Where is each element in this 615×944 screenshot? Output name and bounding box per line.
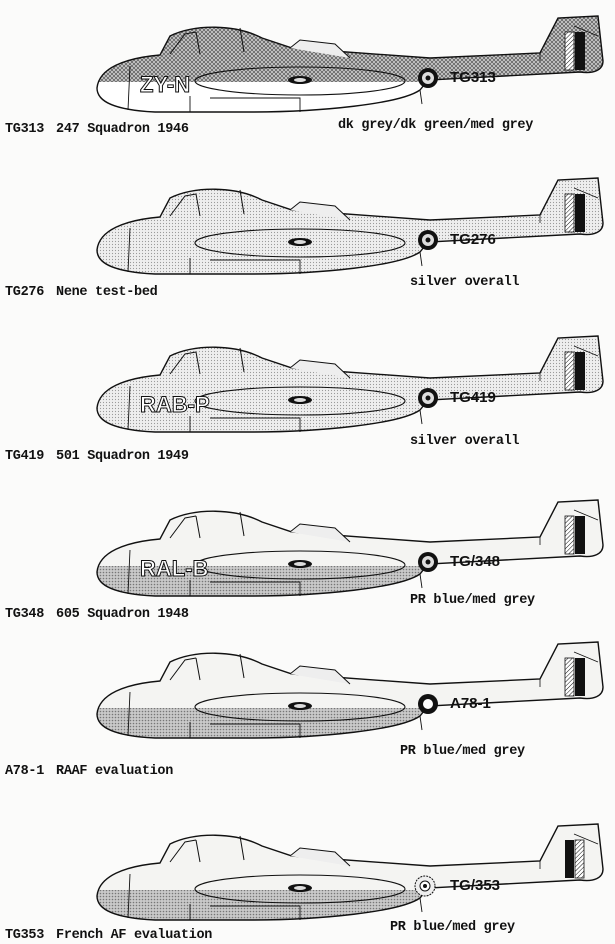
- aircraft-drawing: RAL-B TG/348: [96, 499, 604, 597]
- fuselage-outline: [96, 335, 604, 433]
- fuselage-outline: [96, 499, 604, 597]
- roundel-icon: [418, 552, 438, 572]
- aircraft-serial: TG353: [5, 928, 45, 943]
- aircraft-profile: RAB-P TG419: [0, 326, 615, 451]
- aircraft-unit: RAAF evaluation: [56, 764, 174, 779]
- aircraft-profile: A78-1: [0, 632, 615, 757]
- canopy: [169, 27, 245, 55]
- fuselage-outline: [96, 177, 604, 275]
- profile-caption: A78-1 RAAF evaluation: [5, 764, 185, 779]
- wing: [194, 874, 406, 904]
- aircraft-serial: TG348: [5, 607, 45, 622]
- aircraft-drawing: TG276: [96, 177, 604, 275]
- wing: [194, 692, 406, 722]
- serial-marking: TG419: [450, 389, 496, 406]
- serial-marking: TG/348: [450, 553, 500, 570]
- fuselage-code: RAL-B: [140, 556, 208, 581]
- aircraft-drawing: RAB-P TG419: [96, 335, 604, 433]
- profile-caption: TG313 247 Squadron 1946: [5, 122, 201, 137]
- profile-caption: TG348 605 Squadron 1948: [5, 607, 201, 622]
- aircraft-unit: 501 Squadron 1949: [56, 449, 189, 464]
- colour-scheme: silver overall: [410, 434, 520, 449]
- colour-scheme: silver overall: [410, 275, 520, 290]
- aircraft-drawing: A78-1: [96, 641, 604, 739]
- canopy: [169, 189, 245, 217]
- canopy: [169, 835, 245, 863]
- wing: [194, 66, 406, 96]
- profile-caption: TG353 French AF evaluation: [5, 928, 224, 943]
- serial-marking: A78-1: [450, 695, 491, 712]
- aircraft-serial: TG419: [5, 449, 45, 464]
- serial-marking: TG313: [450, 69, 496, 86]
- aircraft-unit: French AF evaluation: [56, 928, 213, 943]
- canopy: [169, 653, 245, 681]
- serial-marking: TG/353: [450, 877, 500, 894]
- aircraft-drawing: TG/353: [96, 823, 604, 921]
- aircraft-profile: TG276: [0, 168, 615, 293]
- roundel-icon: [418, 694, 438, 714]
- profile-caption: TG419 501 Squadron 1949: [5, 449, 201, 464]
- fuselage-code: RAB-P: [140, 392, 210, 417]
- aircraft-serial: TG313: [5, 122, 45, 137]
- roundel-icon: [418, 230, 438, 250]
- profile-caption: TG276 Nene test-bed: [5, 285, 169, 300]
- aircraft-profile: ZY-N TG313: [0, 6, 615, 131]
- aircraft-profile: TG/353: [0, 814, 615, 939]
- fuselage-outline: [96, 823, 604, 921]
- colour-scheme: PR blue/med grey: [410, 593, 535, 608]
- roundel-icon: [414, 875, 436, 897]
- fuselage-code: ZY-N: [140, 72, 190, 97]
- canopy: [169, 347, 245, 375]
- aircraft-unit: 605 Squadron 1948: [56, 607, 189, 622]
- serial-marking: TG276: [450, 231, 496, 248]
- colour-scheme: PR blue/med grey: [400, 744, 525, 759]
- fuselage-outline: [96, 15, 604, 113]
- aircraft-unit: Nene test-bed: [56, 285, 158, 300]
- canopy: [169, 511, 245, 539]
- aircraft-serial: TG276: [5, 285, 45, 300]
- fuselage-outline: [96, 641, 604, 739]
- aircraft-profile: RAL-B TG/348: [0, 490, 615, 615]
- colour-scheme: PR blue/med grey: [390, 920, 515, 935]
- wing: [194, 550, 406, 580]
- aircraft-unit: 247 Squadron 1946: [56, 122, 189, 137]
- roundel-icon: [418, 68, 438, 88]
- roundel-icon: [418, 388, 438, 408]
- wing: [194, 386, 406, 416]
- wing: [194, 228, 406, 258]
- aircraft-drawing: ZY-N TG313: [96, 15, 604, 113]
- colour-scheme: dk grey/dk green/med grey: [338, 118, 534, 133]
- aircraft-serial: A78-1: [5, 764, 45, 779]
